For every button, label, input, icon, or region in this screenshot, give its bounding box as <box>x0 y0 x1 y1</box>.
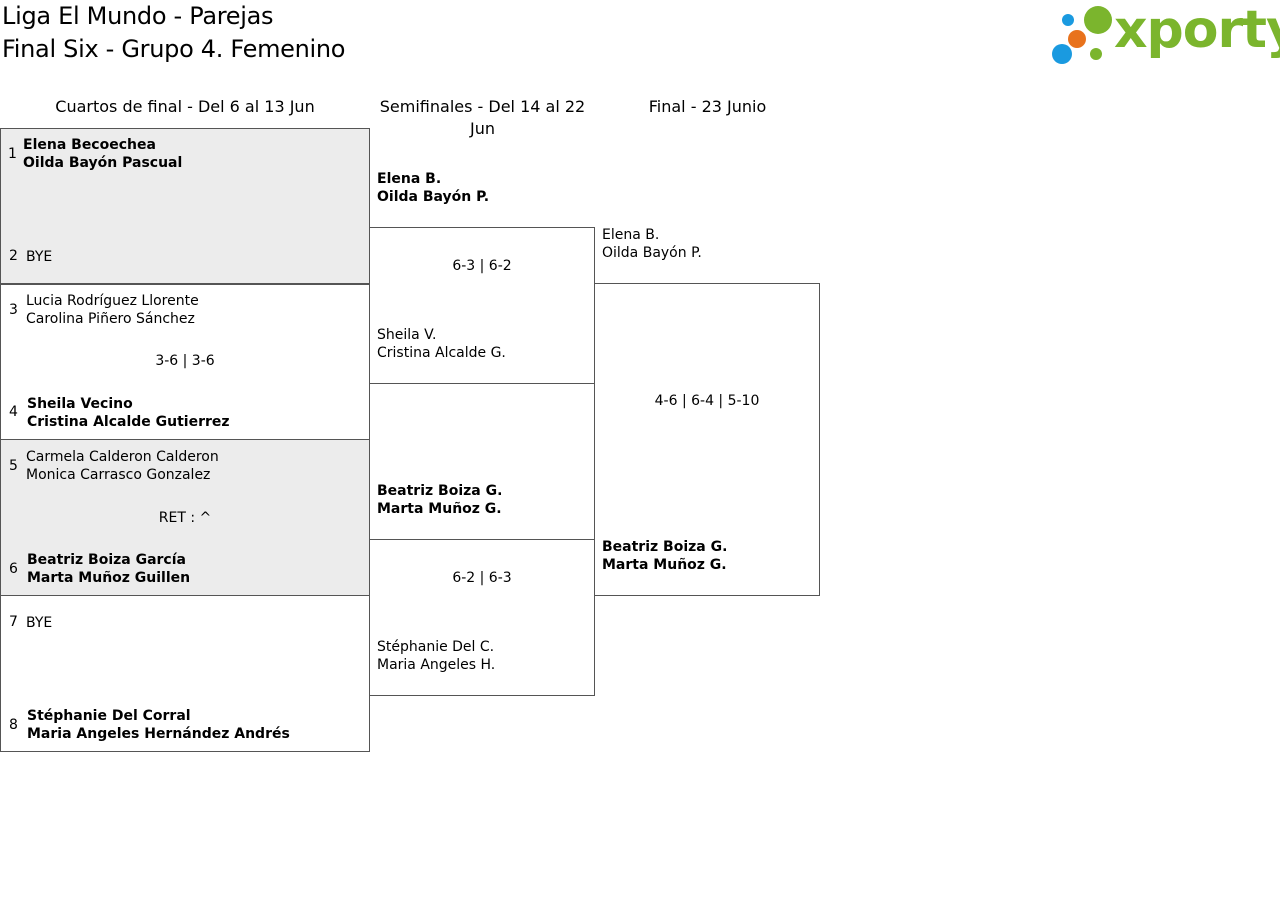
semifinal-2-team-bottom: Stéphanie Del C. Maria Angeles H. <box>377 638 495 674</box>
logo-dot-blue-icon <box>1052 44 1072 64</box>
team-1: Elena Becoechea Oilda Bayón Pascual <box>23 136 182 172</box>
seed-number: 8 <box>9 717 18 733</box>
logo-text: xporty <box>1114 0 1280 60</box>
player-name: BYE <box>26 249 53 265</box>
seed-number: 6 <box>9 561 18 577</box>
player-name: Stéphanie Del Corral <box>27 708 191 724</box>
team-3: Lucia Rodríguez Llorente Carolina Piñero… <box>26 292 199 328</box>
player-name: Maria Angeles Hernández Andrés <box>27 726 290 742</box>
logo-dot-green-small-icon <box>1090 48 1102 60</box>
player-name: Carmela Calderon Calderon <box>26 449 219 465</box>
semifinal-match-1: 6-3 | 6-2 Sheila V. Cristina Alcalde G. <box>369 227 595 384</box>
logo-dot-orange-icon <box>1068 30 1086 48</box>
seed-number: 1 <box>8 146 17 162</box>
player-name: Elena Becoechea <box>23 137 156 153</box>
quarterfinal-match-4: 7 BYE 8 Stéphanie Del Corral Maria Angel… <box>0 595 370 752</box>
player-name: Lucia Rodríguez Llorente <box>26 293 199 309</box>
logo-dot-blue-small-icon <box>1062 14 1074 26</box>
player-name: Cristina Alcalde G. <box>377 345 506 361</box>
round-header-quarterfinals: Cuartos de final - Del 6 al 13 Jun <box>55 97 315 116</box>
player-name: Oilda Bayón Pascual <box>23 155 183 171</box>
player-name: Stéphanie Del C. <box>377 639 495 655</box>
match-score: 4-6 | 6-4 | 5-10 <box>654 393 760 409</box>
team-2: BYE <box>26 248 52 266</box>
player-name: Marta Muñoz Guillen <box>27 570 191 586</box>
quarterfinal-match-3: 5 Carmela Calderon Calderon Monica Carra… <box>0 439 370 596</box>
team-5: Carmela Calderon Calderon Monica Carrasc… <box>26 448 219 484</box>
seed-number: 7 <box>9 614 18 630</box>
player-name: Marta Muñoz G. <box>602 557 727 573</box>
match-score: 6-3 | 6-2 <box>452 258 512 274</box>
seed-number: 3 <box>9 302 18 318</box>
final-team-top: Elena B. Oilda Bayón P. <box>602 226 702 262</box>
player-name: Monica Carrasco Gonzalez <box>26 467 211 483</box>
semifinal-2-team-top: Beatriz Boiza G. Marta Muñoz G. <box>377 482 502 518</box>
seed-number: 2 <box>9 248 18 264</box>
seed-number: 4 <box>9 404 18 420</box>
match-score: 6-2 | 6-3 <box>452 570 512 586</box>
player-name: Beatriz Boiza García <box>27 552 186 568</box>
player-name: Oilda Bayón P. <box>602 245 702 261</box>
round-header-final: Final - 23 Junio <box>648 97 767 116</box>
player-name: Beatriz Boiza G. <box>602 539 728 555</box>
match-score: RET : ^ <box>158 510 212 526</box>
round-header-semifinals: Semifinales - Del 14 al 22 Jun <box>379 97 586 138</box>
player-name: Beatriz Boiza G. <box>377 483 503 499</box>
semifinal-match-2: 6-2 | 6-3 Stéphanie Del C. Maria Angeles… <box>369 539 595 696</box>
team-7: BYE <box>26 614 52 632</box>
player-name: Sheila Vecino <box>27 396 133 412</box>
player-name: Maria Angeles H. <box>377 657 496 673</box>
quarterfinal-match-1: 1 Elena Becoechea Oilda Bayón Pascual 2 … <box>0 128 370 285</box>
logo-dot-green-icon <box>1084 6 1112 34</box>
player-name: Sheila V. <box>377 327 437 343</box>
page-subtitle: Final Six - Grupo 4. Femenino <box>2 35 346 63</box>
semifinal-1-team-bottom: Sheila V. Cristina Alcalde G. <box>377 326 506 362</box>
xporty-logo[interactable]: xporty <box>1050 0 1280 66</box>
team-4: Sheila Vecino Cristina Alcalde Gutierrez <box>27 395 230 431</box>
team-6: Beatriz Boiza García Marta Muñoz Guillen <box>27 551 190 587</box>
player-name: Carolina Piñero Sánchez <box>26 311 195 327</box>
player-name: BYE <box>26 615 53 631</box>
quarterfinal-match-2: 3 Lucia Rodríguez Llorente Carolina Piñe… <box>0 283 370 440</box>
player-name: Marta Muñoz G. <box>377 501 502 517</box>
final-team-bottom: Beatriz Boiza G. Marta Muñoz G. <box>602 538 727 574</box>
player-name: Cristina Alcalde Gutierrez <box>27 414 230 430</box>
player-name: Elena B. <box>602 227 660 243</box>
match-score: 3-6 | 3-6 <box>155 353 215 369</box>
semifinal-1-team-top: Elena B. Oilda Bayón P. <box>377 170 489 206</box>
page-title: Liga El Mundo - Parejas <box>2 2 274 30</box>
team-8: Stéphanie Del Corral Maria Angeles Herná… <box>27 707 290 743</box>
final-match: 4-6 | 6-4 | 5-10 Beatriz Boiza G. Marta … <box>594 283 820 596</box>
player-name: Elena B. <box>377 171 442 187</box>
player-name: Oilda Bayón P. <box>377 189 490 205</box>
seed-number: 5 <box>9 458 18 474</box>
